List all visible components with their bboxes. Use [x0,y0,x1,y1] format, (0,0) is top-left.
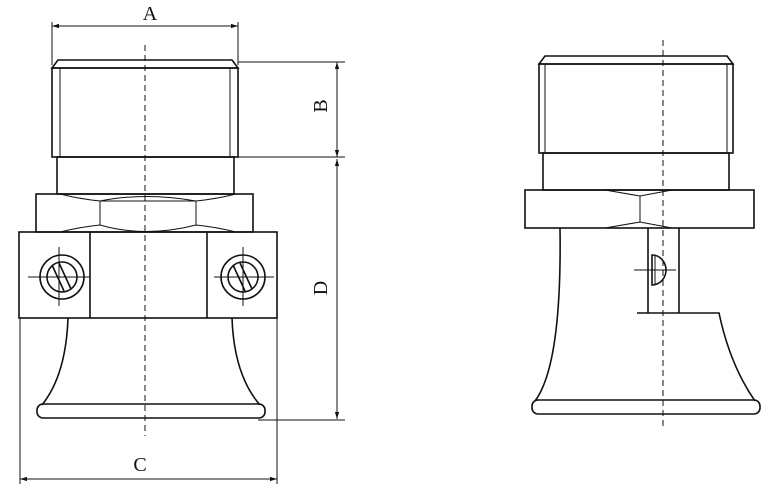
dimension-label-b: B [310,99,332,112]
neck [542,152,730,191]
hex-nut [524,189,755,229]
clamp-block [18,231,278,319]
screw-right [214,247,274,306]
dimension-b: B [238,61,345,158]
slot [634,228,680,313]
bell-base [531,227,761,415]
dimension-d: D [258,159,345,421]
bell-base [36,317,266,419]
dimension-c: C [19,318,278,484]
dimension-label-d: D [310,281,332,295]
side-view [524,40,761,430]
front-view: A B D C [18,3,345,484]
dimension-label-a: A [143,3,158,25]
screw-left [28,247,90,306]
dimension-a: A [51,3,239,65]
dimension-label-c: C [133,454,146,476]
thread-cap [537,55,735,154]
